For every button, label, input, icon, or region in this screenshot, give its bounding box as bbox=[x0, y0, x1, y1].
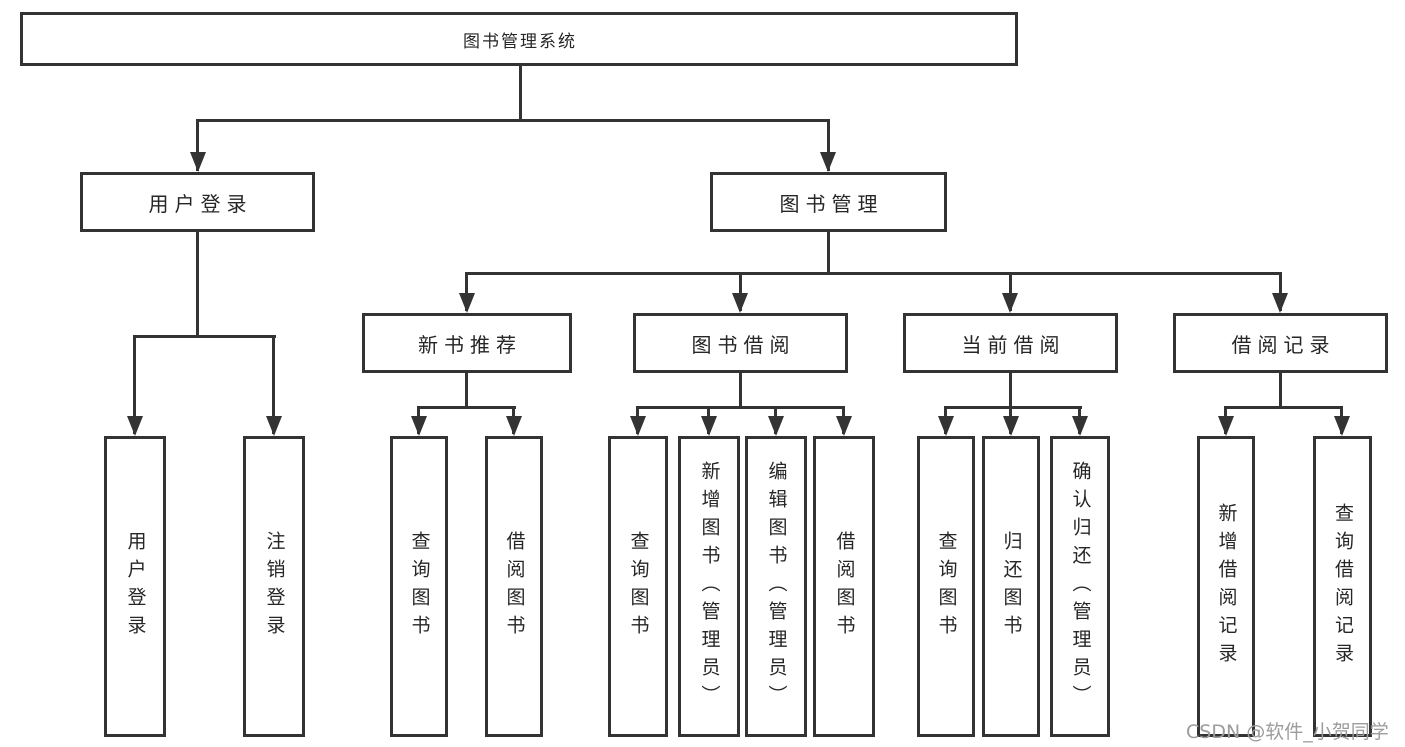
arrowhead-down-icon bbox=[459, 293, 475, 313]
node-book-borrow: 图书借阅 bbox=[633, 313, 848, 373]
node-label: 当前借阅 bbox=[961, 332, 1066, 357]
leaf-query-books-newbook: 查询图书 bbox=[390, 436, 448, 737]
leaf-add-book-admin: 新增图书（管理员） bbox=[678, 436, 740, 737]
connector-line bbox=[944, 406, 1082, 409]
arrowhead-down-icon bbox=[732, 293, 748, 313]
connector-line bbox=[739, 370, 742, 408]
leaf-query-borrow-record: 查询借阅记录 bbox=[1313, 436, 1372, 737]
connector-line bbox=[196, 119, 199, 171]
arrowhead-down-icon bbox=[938, 416, 954, 436]
connector-line bbox=[1009, 272, 1012, 311]
leaf-label: 查询图书 bbox=[935, 530, 958, 643]
connector-line bbox=[196, 229, 199, 337]
leaf-borrow-books-newbook: 借阅图书 bbox=[485, 436, 543, 737]
connector-line bbox=[1009, 370, 1012, 408]
node-new-book-recommend: 新书推荐 bbox=[362, 313, 572, 373]
leaf-label: 查询图书 bbox=[408, 530, 431, 643]
leaf-user-login: 用户登录 bbox=[104, 436, 166, 737]
leaf-label: 归还图书 bbox=[1000, 530, 1023, 643]
connector-line bbox=[133, 335, 136, 434]
connector-line bbox=[636, 406, 845, 409]
root-node-label: 图书管理系统 bbox=[463, 31, 577, 52]
leaf-edit-book-admin: 编辑图书（管理员） bbox=[745, 436, 807, 737]
node-label: 用户登录 bbox=[148, 191, 253, 216]
node-current-borrow: 当前借阅 bbox=[903, 313, 1118, 373]
arrowhead-down-icon bbox=[1334, 416, 1350, 436]
node-label: 图书借阅 bbox=[691, 332, 796, 357]
leaf-logout: 注销登录 bbox=[243, 436, 305, 737]
connector-line bbox=[272, 335, 275, 434]
connector-line bbox=[827, 229, 830, 274]
leaf-label: 新增借阅记录 bbox=[1215, 502, 1238, 671]
connector-line bbox=[1224, 406, 1343, 409]
leaf-label: 注销登录 bbox=[263, 530, 286, 643]
arrowhead-down-icon bbox=[768, 416, 784, 436]
node-user-login: 用户登录 bbox=[80, 172, 315, 232]
node-label: 图书管理 bbox=[779, 191, 884, 216]
arrowhead-down-icon bbox=[630, 416, 646, 436]
csdn-watermark: CSDN @软件_小贺同学 bbox=[1186, 721, 1389, 743]
node-label: 借阅记录 bbox=[1231, 332, 1336, 357]
node-book-management: 图书管理 bbox=[710, 172, 947, 232]
arrowhead-down-icon bbox=[701, 416, 717, 436]
leaf-label: 查询图书 bbox=[627, 530, 650, 643]
arrowhead-down-icon bbox=[1072, 416, 1088, 436]
connector-line bbox=[133, 335, 276, 338]
arrowhead-down-icon bbox=[190, 152, 206, 172]
leaf-label: 确认归还（管理员） bbox=[1069, 460, 1092, 713]
leaf-add-borrow-record: 新增借阅记录 bbox=[1197, 436, 1255, 737]
leaf-label: 借阅图书 bbox=[503, 530, 526, 643]
leaf-label: 新增图书（管理员） bbox=[698, 460, 721, 713]
connector-line bbox=[519, 66, 522, 121]
leaf-query-books-current: 查询图书 bbox=[917, 436, 975, 737]
arrowhead-down-icon bbox=[820, 152, 836, 172]
connector-line bbox=[739, 272, 742, 311]
leaf-label: 借阅图书 bbox=[833, 530, 856, 643]
leaf-label: 查询借阅记录 bbox=[1332, 502, 1354, 671]
leaf-label: 用户登录 bbox=[124, 530, 147, 643]
arrowhead-down-icon bbox=[1272, 293, 1288, 313]
connector-line bbox=[1279, 272, 1282, 311]
arrowhead-down-icon bbox=[836, 416, 852, 436]
connector-line bbox=[827, 119, 830, 171]
connector-line bbox=[465, 272, 1282, 275]
root-node: 图书管理系统 bbox=[20, 12, 1018, 66]
arrowhead-down-icon bbox=[1002, 293, 1018, 313]
leaf-query-books-borrow: 查询图书 bbox=[608, 436, 668, 737]
arrowhead-down-icon bbox=[266, 416, 282, 436]
arrowhead-down-icon bbox=[127, 416, 143, 436]
arrowhead-down-icon bbox=[1218, 416, 1234, 436]
connector-line bbox=[465, 370, 468, 408]
arrowhead-down-icon bbox=[411, 416, 427, 436]
node-borrow-records: 借阅记录 bbox=[1173, 313, 1388, 373]
connector-line bbox=[1279, 370, 1282, 408]
leaf-borrow-books-borrow: 借阅图书 bbox=[813, 436, 875, 737]
leaf-return-books: 归还图书 bbox=[982, 436, 1040, 737]
leaf-label: 编辑图书（管理员） bbox=[765, 460, 788, 713]
arrowhead-down-icon bbox=[506, 416, 522, 436]
node-label: 新书推荐 bbox=[418, 332, 522, 357]
connector-line bbox=[196, 119, 830, 122]
connector-line bbox=[417, 406, 516, 409]
arrowhead-down-icon bbox=[1003, 416, 1019, 436]
leaf-confirm-return-admin: 确认归还（管理员） bbox=[1050, 436, 1110, 737]
connector-line bbox=[465, 272, 468, 311]
